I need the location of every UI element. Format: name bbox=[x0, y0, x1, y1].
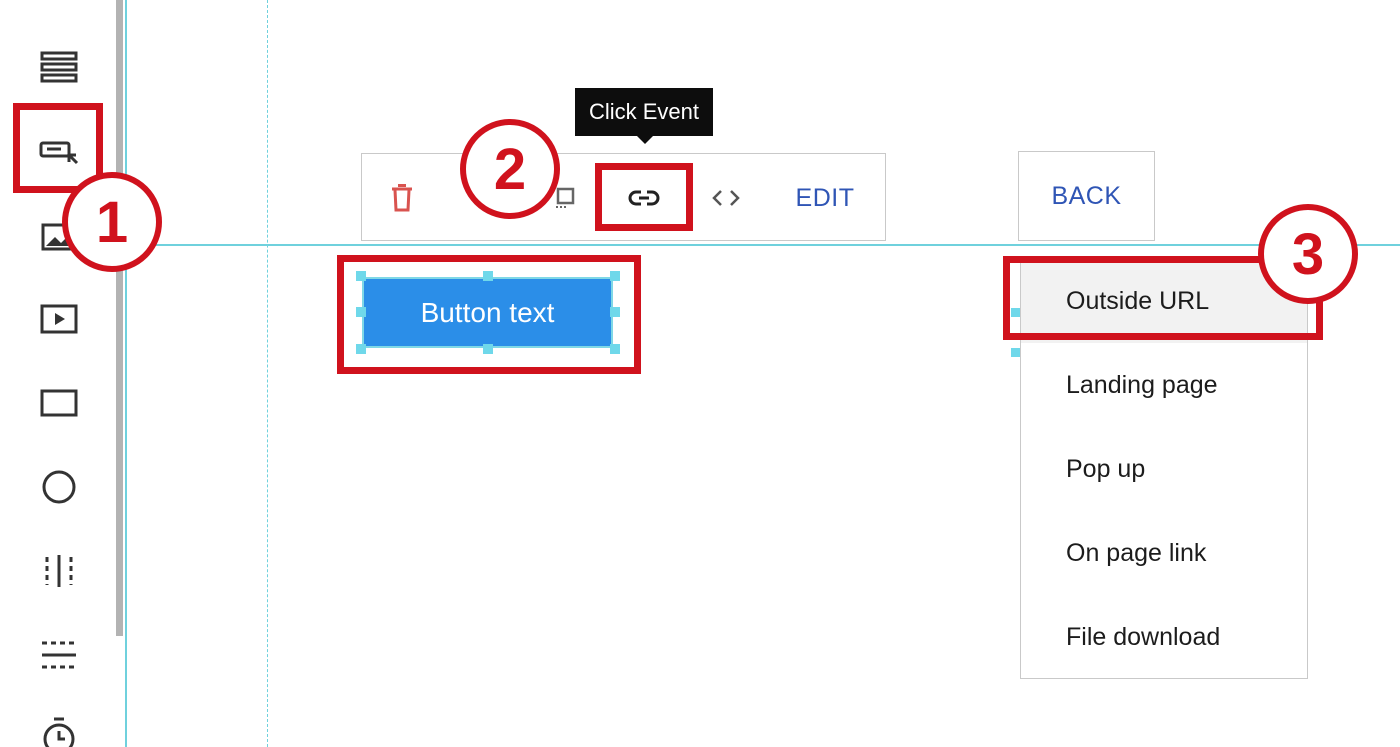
video-tool[interactable] bbox=[32, 292, 86, 346]
box-tool[interactable] bbox=[32, 376, 86, 430]
selected-button-element[interactable]: Button text bbox=[356, 271, 620, 354]
dropdown-item-pop-up[interactable]: Pop up bbox=[1066, 454, 1146, 483]
highlight-click-event bbox=[595, 163, 693, 231]
resize-handle-bottom-left[interactable] bbox=[356, 344, 366, 354]
dropdown-item-outside-url[interactable]: Outside URL bbox=[1021, 259, 1307, 343]
highlight-button-tool bbox=[13, 103, 103, 193]
canvas-left-guide bbox=[125, 0, 127, 747]
columns-tool[interactable] bbox=[32, 544, 86, 598]
timer-tool[interactable] bbox=[32, 708, 86, 747]
circle-tool[interactable] bbox=[32, 460, 86, 514]
step-2-badge: 2 bbox=[460, 119, 560, 219]
step-3-badge: 3 bbox=[1258, 204, 1358, 304]
dropdown-item-landing-page[interactable]: Landing page bbox=[1066, 370, 1218, 399]
resize-handle-left[interactable] bbox=[356, 307, 366, 317]
button-tool[interactable] bbox=[32, 124, 86, 178]
code-button[interactable] bbox=[704, 154, 748, 242]
canvas-button[interactable]: Button text bbox=[362, 277, 613, 348]
resize-handle-top-left[interactable] bbox=[356, 271, 366, 281]
click-event-dropdown: Outside URL Landing page Pop up On page … bbox=[1020, 258, 1308, 679]
button-element-icon bbox=[39, 141, 79, 165]
section-horizontal-guide bbox=[127, 244, 1400, 246]
back-button[interactable]: BACK bbox=[1018, 151, 1155, 241]
copy-icon bbox=[556, 187, 575, 208]
resize-handle-bottom[interactable] bbox=[483, 344, 493, 354]
link-icon bbox=[628, 190, 660, 206]
duplicate-button[interactable] bbox=[550, 154, 580, 242]
trash-icon bbox=[392, 184, 412, 212]
column-divider-icon bbox=[45, 555, 73, 587]
section-guide-dashed bbox=[267, 0, 268, 747]
sidebar-scrollbar[interactable] bbox=[116, 0, 123, 636]
rows-icon bbox=[40, 51, 78, 83]
rows-tool[interactable] bbox=[32, 40, 86, 94]
video-element-icon bbox=[40, 304, 78, 334]
rectangle-shape-icon bbox=[40, 389, 78, 417]
divider-tool[interactable] bbox=[32, 628, 86, 682]
resize-handle-top[interactable] bbox=[483, 271, 493, 281]
resize-handle-top-right[interactable] bbox=[610, 271, 620, 281]
timer-icon bbox=[43, 717, 75, 747]
dropdown-item-file-download[interactable]: File download bbox=[1066, 622, 1221, 651]
dropdown-item-on-page-link[interactable]: On page link bbox=[1066, 538, 1207, 567]
resize-handle-right[interactable] bbox=[610, 307, 620, 317]
code-icon bbox=[712, 190, 740, 206]
resize-handle-bottom-right[interactable] bbox=[610, 344, 620, 354]
delete-button[interactable] bbox=[380, 154, 424, 242]
click-event-button[interactable] bbox=[606, 154, 682, 242]
horizontal-divider-icon bbox=[42, 641, 76, 669]
step-1-badge: 1 bbox=[62, 172, 162, 272]
edit-button[interactable]: EDIT bbox=[795, 183, 855, 212]
circle-shape-icon bbox=[42, 470, 76, 504]
highlight-canvas-button bbox=[337, 255, 641, 374]
dropdown-anchor-handle bbox=[1011, 308, 1020, 317]
dropdown-anchor-handle bbox=[1011, 348, 1020, 357]
click-event-tooltip: Click Event bbox=[575, 88, 713, 144]
